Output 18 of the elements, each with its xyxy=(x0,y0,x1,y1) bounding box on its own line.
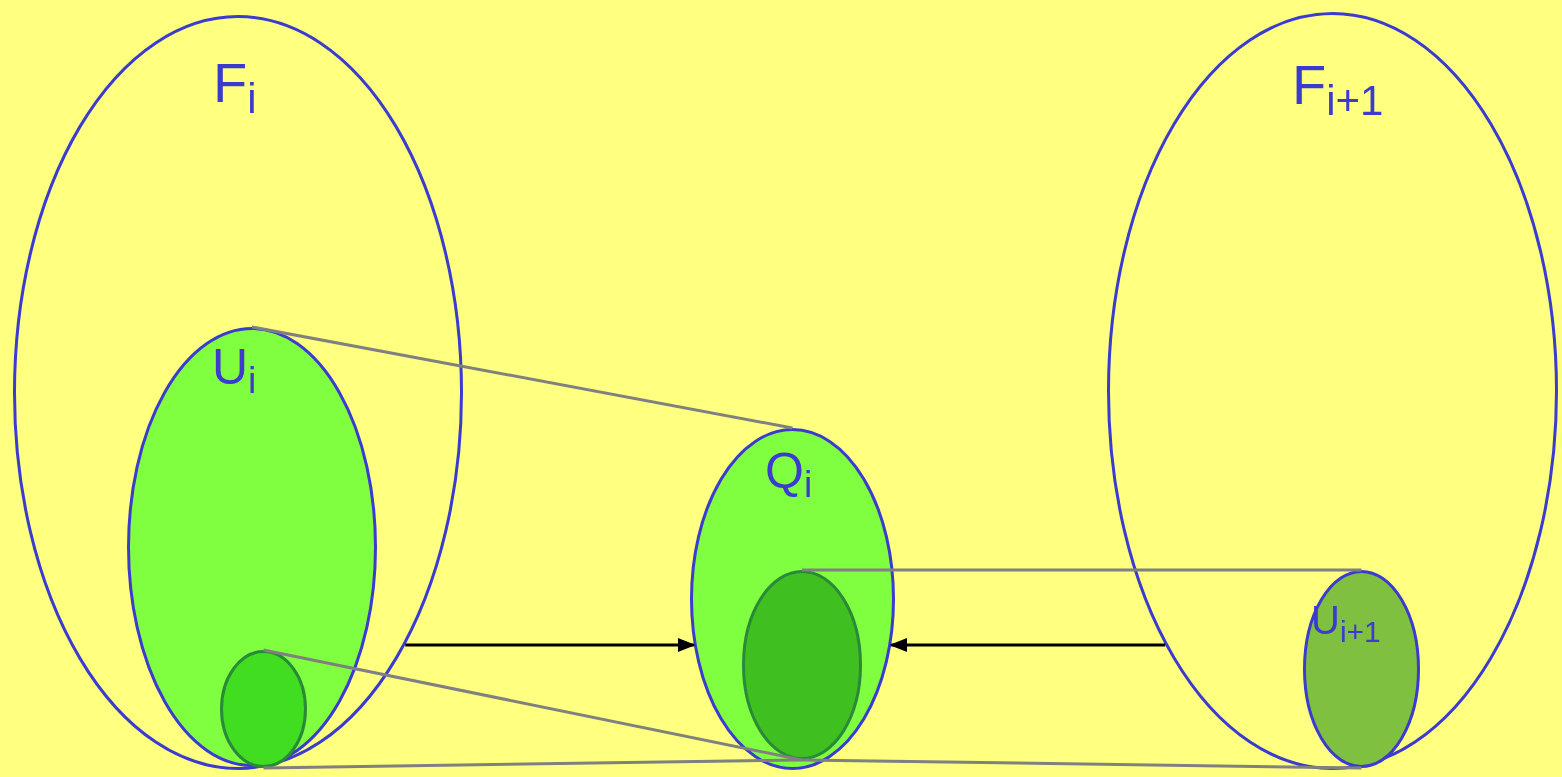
set-label: U$_{i}$ xyxy=(212,342,257,392)
set-label: F$_{i}$ xyxy=(213,55,257,111)
set-label: Q$_{i}$ xyxy=(765,446,813,496)
oval-region xyxy=(742,570,862,760)
mapping-line xyxy=(802,568,1362,572)
oval-region xyxy=(13,15,463,770)
mapping-line xyxy=(251,325,793,430)
mapping-line xyxy=(801,758,1362,770)
oval-region xyxy=(690,428,895,770)
oval-region xyxy=(1107,12,1558,770)
oval-region xyxy=(127,327,377,767)
mapping-line xyxy=(263,758,803,770)
oval-region xyxy=(1303,570,1420,768)
arrow xyxy=(889,637,1166,653)
oval-region xyxy=(220,650,307,768)
arrow xyxy=(405,637,696,653)
mapping-line xyxy=(263,648,803,762)
set-label: F$_{i+1}$ xyxy=(1292,57,1384,113)
